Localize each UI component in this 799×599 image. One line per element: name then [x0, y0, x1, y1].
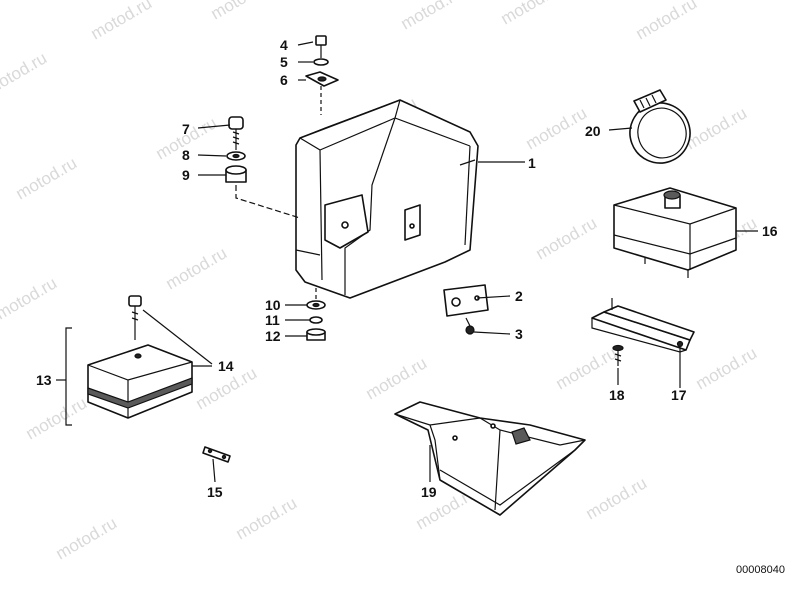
callout-label-13: 13	[36, 372, 52, 388]
callout-label-3: 3	[515, 326, 523, 342]
callout-label-2: 2	[515, 288, 523, 304]
watermark: motod.ru	[523, 103, 591, 153]
callout-label-8: 8	[182, 147, 190, 163]
base-plate-part-19	[394, 401, 586, 516]
box-part-14	[87, 344, 193, 419]
pin-part-15	[202, 446, 231, 463]
callout-label-20: 20	[585, 123, 601, 139]
washer-part-10	[306, 300, 326, 310]
housing-part-1	[295, 99, 479, 299]
leader-lines	[56, 41, 758, 483]
watermark: motod.ru	[363, 353, 431, 403]
callout-label-7: 7	[182, 121, 190, 137]
watermark: motod.ru	[13, 153, 81, 203]
screw-part-18	[612, 344, 624, 366]
watermark: motod.ru	[233, 493, 301, 543]
watermark: motod.ru	[163, 243, 231, 293]
bolt-part-14	[128, 295, 142, 340]
washer-part-8	[226, 151, 246, 161]
watermark: motod.ru	[0, 48, 50, 98]
callout-label-17: 17	[671, 387, 687, 403]
diagram-code: 00008040	[736, 564, 785, 576]
watermark: motod.ru	[683, 103, 751, 153]
watermark: motod.ru	[533, 213, 601, 263]
watermark: motod.ru	[88, 0, 156, 43]
watermark: motod.ru	[23, 393, 91, 443]
callout-label-11: 11	[265, 312, 280, 328]
callout-label-9: 9	[182, 167, 190, 183]
hose-clamp-part-20	[629, 89, 691, 164]
callout-label-12: 12	[265, 328, 281, 344]
callout-label-4: 4	[280, 37, 288, 53]
bracket-part-6	[305, 71, 339, 87]
washer-part-5	[313, 58, 329, 66]
callout-label-18: 18	[609, 387, 625, 403]
watermark: motod.ru	[53, 513, 121, 563]
screw-part-3	[465, 317, 475, 335]
watermark: motod.ru	[208, 0, 276, 23]
callout-labels: 1 2 3 4 5 6 7 8 9 10 11 12 13 14 15 16 1…	[36, 37, 778, 500]
callout-label-1: 1	[528, 155, 536, 171]
watermark: motod.ru	[553, 343, 621, 393]
nut-part-12	[306, 328, 326, 341]
callout-label-15: 15	[207, 484, 223, 500]
rubber-mount-part-9	[225, 165, 247, 183]
callout-label-14: 14	[218, 358, 234, 374]
callout-label-19: 19	[421, 484, 437, 500]
watermark: motod.ru	[633, 0, 701, 43]
box-part-16	[613, 187, 737, 278]
watermark: motod.ru	[583, 473, 651, 523]
plate-part-2	[443, 284, 489, 317]
rail-part-17	[591, 298, 695, 353]
callout-label-16: 16	[762, 223, 778, 239]
screw-part-4	[315, 35, 327, 58]
watermark: motod.ru	[398, 0, 466, 33]
watermark: motod.ru	[693, 343, 761, 393]
watermark: motod.ru	[0, 273, 60, 323]
watermark: motod.ru	[498, 0, 566, 28]
bracket-group-13	[65, 327, 72, 426]
bolt-part-7	[228, 116, 244, 150]
callout-label-10: 10	[265, 297, 281, 313]
callout-label-5: 5	[280, 54, 288, 70]
washer-part-11	[309, 316, 323, 324]
callout-label-6: 6	[280, 72, 288, 88]
